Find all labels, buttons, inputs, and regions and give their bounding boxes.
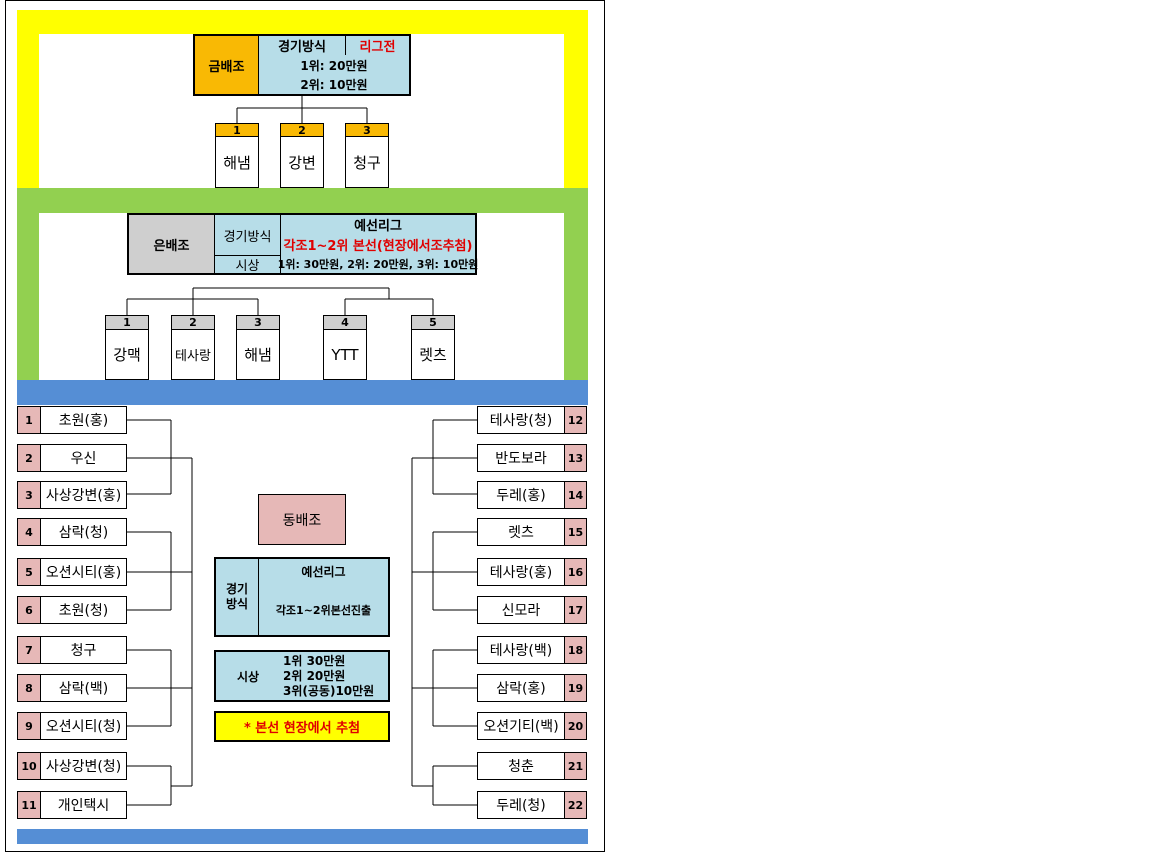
- bronze-slot-num: 18: [564, 636, 587, 664]
- bronze-slot-name: 렛츠: [477, 518, 565, 546]
- silver-team-name: 해냄: [236, 329, 280, 380]
- gold-method-label: 경기방식: [258, 34, 346, 56]
- silver-team-name: YTT: [323, 329, 367, 380]
- bronze-prize-third: 3위(공동)10만원: [283, 683, 375, 698]
- gold-team-name: 청구: [345, 136, 389, 188]
- bronze-slot-num: 13: [564, 444, 587, 472]
- bronze-slot-name: 두레(청): [477, 791, 565, 819]
- bronze-slot-num: 9: [17, 712, 41, 740]
- bronze-slot-num: 6: [17, 596, 41, 624]
- bronze-slot-num: 21: [564, 752, 587, 780]
- silver-team-name: 렛츠: [411, 329, 455, 380]
- bronze-group-title: 동배조: [258, 494, 346, 545]
- bronze-slot-name: 테사랑(청): [477, 406, 565, 434]
- bronze-slot-name: 반도보라: [477, 444, 565, 472]
- bronze-slot-name: 초원(홍): [40, 406, 127, 434]
- silver-team-num: 4: [323, 315, 367, 330]
- bronze-slot-name: 사상강변(청): [40, 752, 127, 780]
- silver-team-num: 5: [411, 315, 455, 330]
- silver-group-title: 은배조: [127, 213, 215, 275]
- bronze-slot-num: 10: [17, 752, 41, 780]
- bronze-method-value-qualify: 각조1~2위본선진출: [258, 584, 390, 637]
- bronze-slot-num: 14: [564, 481, 587, 509]
- bronze-slot-name: 오션시티(청): [40, 712, 127, 740]
- bronze-slot-name: 신모라: [477, 596, 565, 624]
- bronze-note: * 본선 현장에서 추첨: [214, 711, 390, 742]
- gold-team-num: 3: [345, 123, 389, 137]
- bronze-prize-label: 시상: [214, 650, 281, 702]
- bronze-slot-num: 5: [17, 558, 41, 586]
- silver-team-num: 2: [171, 315, 215, 330]
- bronze-method-value-league: 예선리그: [258, 557, 390, 585]
- silver-team-name: 테사랑: [171, 329, 215, 380]
- bronze-slot-name: 사상강변(홍): [40, 481, 127, 509]
- gold-team-num: 2: [280, 123, 324, 137]
- bronze-slot-name: 청구: [40, 636, 127, 664]
- bronze-slot-name: 테사랑(백): [477, 636, 565, 664]
- bronze-slot-num: 8: [17, 674, 41, 702]
- gold-team-name: 강변: [280, 136, 324, 188]
- bronze-slot-num: 4: [17, 518, 41, 546]
- bronze-prize-second: 2위 20만원: [283, 668, 346, 683]
- bronze-slot-name: 두레(홍): [477, 481, 565, 509]
- bronze-slot-num: 7: [17, 636, 41, 664]
- bronze-slot-name: 삼락(청): [40, 518, 127, 546]
- gold-method-value: 리그전: [345, 34, 411, 56]
- bronze-slot-name: 오션시티(홍): [40, 558, 127, 586]
- bronze-slot-name: 삼락(홍): [477, 674, 565, 702]
- silver-team-num: 1: [105, 315, 149, 330]
- silver-team-name: 강맥: [105, 329, 149, 380]
- bronze-slot-name: 개인택시: [40, 791, 127, 819]
- bronze-slot-name: 초원(청): [40, 596, 127, 624]
- gold-prize-second: 2위: 10만원: [258, 75, 411, 96]
- bronze-slot-name: 우신: [40, 444, 127, 472]
- silver-prize-value: 1위: 30만원, 2위: 20만원, 3위: 10만원: [278, 255, 478, 275]
- silver-method-value-qualify: 각조1~2위 본선(현장에서조추첨): [280, 234, 477, 256]
- bronze-slot-num: 17: [564, 596, 587, 624]
- gold-team-name: 해냄: [215, 136, 259, 188]
- bronze-slot-num: 1: [17, 406, 41, 434]
- silver-prize-label: 시상: [214, 255, 281, 275]
- bronze-slot-num: 16: [564, 558, 587, 586]
- gold-prize-first: 1위: 20만원: [258, 55, 411, 76]
- bronze-method-label-text: 경기 방식: [225, 582, 249, 611]
- bronze-slot-num: 19: [564, 674, 587, 702]
- bronze-slot-num: 12: [564, 406, 587, 434]
- silver-team-num: 3: [236, 315, 280, 330]
- bronze-method-label: 경기 방식: [214, 557, 259, 637]
- bronze-slot-num: 15: [564, 518, 587, 546]
- silver-method-value-league: 예선리그: [280, 213, 477, 235]
- bracket-frame: [5, 0, 605, 852]
- gold-group-title: 금배조: [193, 34, 259, 96]
- gold-team-num: 1: [215, 123, 259, 137]
- bronze-slot-num: 11: [17, 791, 41, 819]
- bronze-prize-box: 1위 30만원 2위 20만원 3위(공동)10만원: [280, 650, 390, 702]
- silver-method-label: 경기방식: [214, 213, 281, 256]
- bronze-slot-num: 20: [564, 712, 587, 740]
- bronze-slot-num: 22: [564, 791, 587, 819]
- bronze-slot-num: 3: [17, 481, 41, 509]
- bronze-slot-name: 삼락(백): [40, 674, 127, 702]
- bronze-slot-num: 2: [17, 444, 41, 472]
- bronze-slot-name: 테사랑(홍): [477, 558, 565, 586]
- bronze-slot-name: 오션기티(백): [477, 712, 565, 740]
- bronze-prize-first: 1위 30만원: [283, 653, 346, 668]
- bronze-slot-name: 청춘: [477, 752, 565, 780]
